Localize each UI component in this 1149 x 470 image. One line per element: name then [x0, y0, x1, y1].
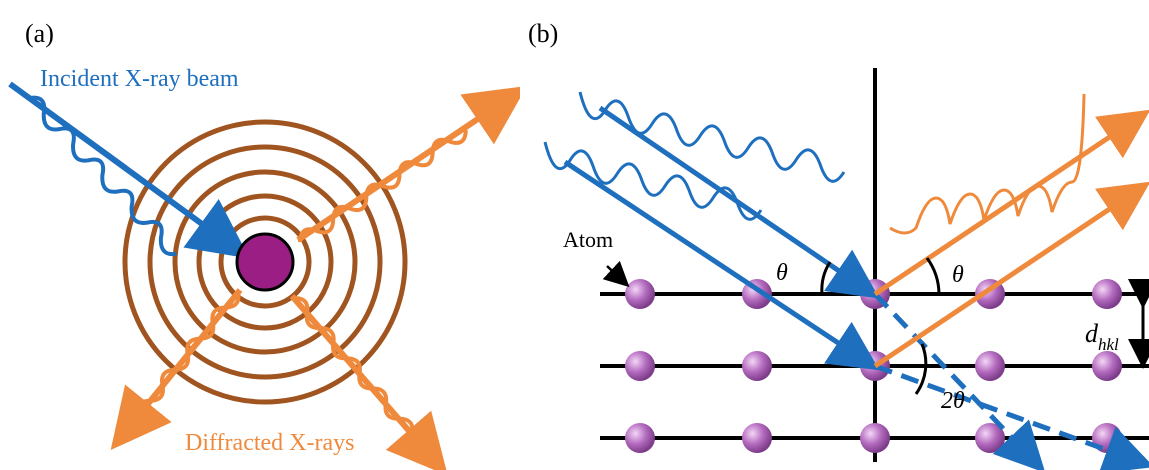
transmitted-ray-upper — [873, 292, 1046, 470]
lattice-atom — [742, 351, 772, 381]
panel-a: (a) Incident X-ray beam Diffracted X-ray… — [0, 0, 520, 470]
lattice-atom — [1092, 351, 1122, 381]
diffracted-ray-upper-right — [296, 85, 520, 243]
panel-b-diagram: (b) — [528, 19, 1149, 470]
wavefront-ring — [218, 215, 312, 309]
diffracted-ray-b-lower — [873, 181, 1149, 369]
lattice-atom — [860, 423, 890, 453]
theta-right-label: θ — [952, 262, 964, 288]
d-spacing-label: dhkl — [1085, 319, 1119, 354]
wavefront-rings — [122, 119, 408, 405]
lattice-atom — [625, 279, 655, 309]
theta-arc-right — [925, 257, 941, 295]
panel-b: (b) — [520, 0, 1149, 470]
atom-label: Atom — [563, 227, 613, 252]
lattice-atom — [742, 423, 772, 453]
wavefront-ring — [172, 169, 358, 355]
panel-a-diagram: (a) Incident X-ray beam Diffracted X-ray… — [8, 19, 520, 470]
two-theta-label: 2θ — [941, 388, 965, 414]
diffracted-rays-label: Diffracted X-rays — [185, 430, 354, 456]
transmitted-ray-lower — [874, 363, 1149, 470]
wavefront-ring — [196, 193, 334, 331]
diffracted-ray-b-upper — [873, 93, 1149, 297]
panel-a-label: (a) — [25, 19, 54, 48]
incident-ray-lower — [543, 141, 880, 371]
wavefront-ring — [122, 119, 408, 405]
two-theta-arc — [914, 343, 928, 395]
panel-b-label: (b) — [528, 19, 558, 48]
theta-arc-left — [820, 261, 832, 295]
diffracted-ray-lower-left — [110, 288, 243, 450]
lattice-atom — [625, 423, 655, 453]
lattice-atom — [975, 351, 1005, 381]
diffracted-ray-lower-right — [289, 294, 448, 470]
theta-left-label: θ — [776, 260, 788, 286]
incident-ray-upper — [578, 91, 880, 299]
atom-pointer-arrow — [602, 260, 630, 288]
lattice-atom — [1092, 279, 1122, 309]
incident-beam — [8, 81, 250, 259]
wavefront-ring — [147, 144, 383, 380]
center-atom — [235, 232, 295, 292]
incident-beam-label: Incident X-ray beam — [40, 66, 239, 92]
lattice-atom — [625, 351, 655, 381]
d-main: d — [1085, 319, 1099, 348]
d-subscript: hkl — [1098, 335, 1119, 354]
